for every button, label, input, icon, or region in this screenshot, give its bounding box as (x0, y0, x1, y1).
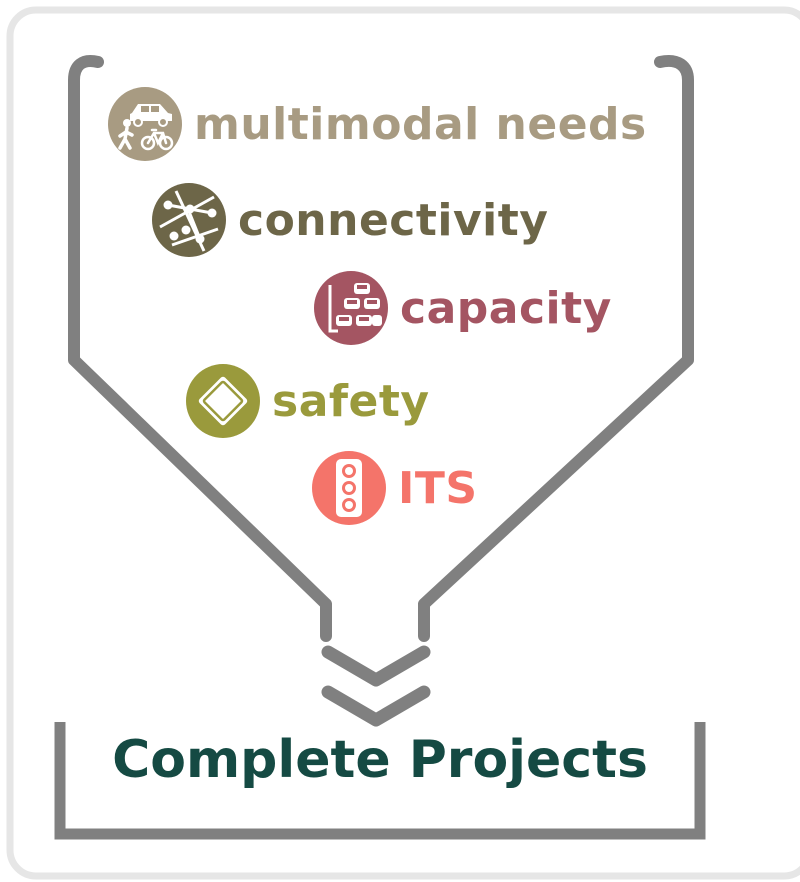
item-label: connectivity (238, 194, 549, 246)
item-label: capacity (400, 282, 612, 334)
item-connectivity: connectivity (152, 180, 548, 260)
item-its: ITS (312, 448, 478, 528)
result-label: Complete Projects (112, 730, 648, 790)
chevron-down-icon (321, 685, 431, 727)
chevron-down-icon (321, 645, 431, 687)
item-capacity: capacity (314, 268, 612, 348)
multimodal-icon (108, 87, 182, 161)
item-label: safety (272, 375, 430, 427)
result-tray (54, 722, 706, 840)
network-icon (152, 183, 226, 257)
traffic-light-icon (312, 451, 386, 525)
item-label: ITS (398, 462, 478, 514)
item-label: multimodal needs (194, 98, 647, 150)
item-safety: safety (186, 361, 430, 441)
traffic-congestion-icon (314, 271, 388, 345)
funnel-left-wall (68, 55, 332, 642)
diamond-sign-icon (186, 364, 260, 438)
funnel-right-wall (418, 55, 694, 642)
item-multimodal-needs: multimodal needs (108, 84, 647, 164)
